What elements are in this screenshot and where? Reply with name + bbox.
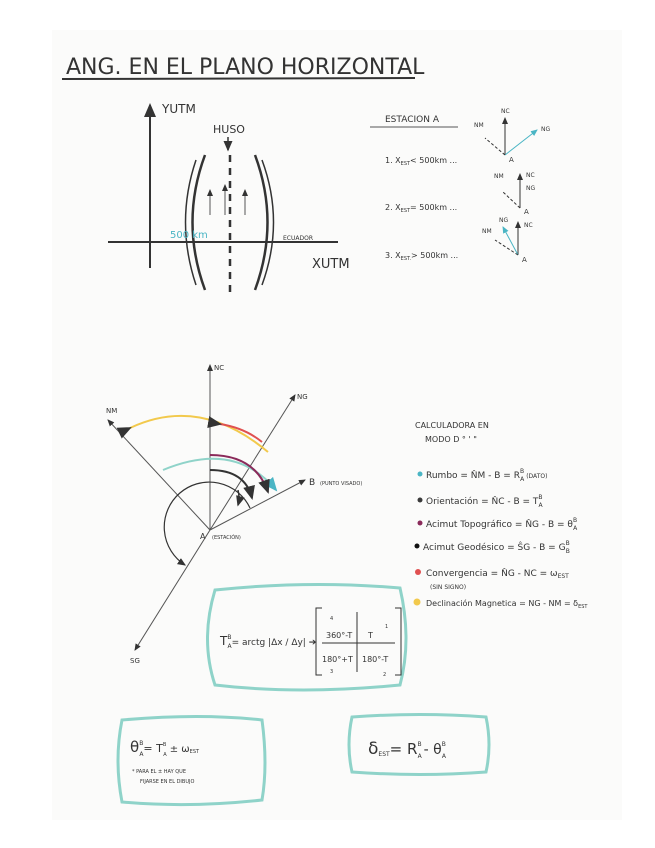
svg-text:NG: NG: [499, 217, 508, 224]
a-note: (ESTACIÓN): [212, 534, 241, 541]
legend-convergencia: Convergencia = N̂G - NC = ωEST: [426, 567, 569, 580]
svg-text:NG: NG: [541, 126, 550, 133]
b-note: (PUNTO VISADO): [320, 481, 362, 487]
svg-text:δEST= RBA- θBA: δEST= RBA- θBA: [368, 739, 447, 760]
page-title: ANG. EN EL PLANO HORIZONTAL: [66, 55, 425, 80]
nc-label: NC: [214, 364, 224, 372]
svg-text:* PARA EL ± HAY QUE: * PARA EL ± HAY QUE: [132, 769, 186, 775]
b-label: B: [309, 478, 315, 488]
svg-text:A: A: [524, 208, 529, 216]
svg-text:FIJARSE EN EL DIBUJO: FIJARSE EN EL DIBUJO: [140, 779, 194, 785]
svg-text:NM: NM: [494, 173, 504, 180]
svg-text:A: A: [522, 256, 527, 264]
svg-text:180°-T: 180°-T: [362, 655, 388, 664]
calculator-note-2: MODO D ° ' ": [425, 435, 477, 444]
huso-label: HUSO: [213, 123, 245, 136]
legend-declinacion: Declinación Magnetica = NG - NM = δEST: [426, 598, 588, 610]
utm-diagram: YUTM XUTM HUSO 500 km ECUADOR: [108, 102, 350, 292]
svg-text:NC: NC: [524, 222, 533, 229]
svg-text:NM: NM: [474, 122, 484, 129]
svg-text:T: T: [367, 631, 373, 640]
distance-label: 500 km: [170, 230, 208, 241]
sg-label: SG: [130, 657, 140, 665]
title-underline: [61, 77, 416, 80]
svg-text:3. XEST.> 500km ...: 3. XEST.> 500km ...: [385, 251, 458, 262]
svg-text:1: 1: [385, 624, 388, 630]
legend-convergencia-note: (SIN SIGNO): [430, 584, 466, 591]
svg-text:4: 4: [330, 616, 333, 622]
a-label: A: [200, 532, 206, 541]
equator-label: ECUADOR: [283, 235, 313, 242]
svg-text:NG: NG: [526, 185, 535, 192]
station-cases: ESTACION A 1. XEST< 500km ... 2. XEST= 5…: [370, 108, 550, 264]
svg-text:2. XEST= 500km ...: 2. XEST= 500km ...: [385, 203, 457, 214]
svg-text:θBA= TBA± ωEST: θBA= TBA± ωEST: [130, 738, 200, 758]
svg-text:3: 3: [330, 669, 333, 675]
station-heading: ESTACION A: [385, 115, 440, 125]
svg-text:TBA= arctg |Δx / Δy| ➔: TBA= arctg |Δx / Δy| ➔: [219, 634, 317, 650]
ng-label: NG: [297, 393, 308, 401]
svg-text:NC: NC: [501, 108, 510, 115]
svg-text:1. XEST< 500km ...: 1. XEST< 500km ...: [385, 156, 457, 167]
nm-label: NM: [106, 407, 117, 415]
y-axis-label: YUTM: [161, 102, 196, 116]
svg-text:NC: NC: [526, 172, 535, 179]
svg-text:NM: NM: [482, 228, 492, 235]
svg-text:360°-T: 360°-T: [326, 631, 352, 640]
x-axis-label: XUTM: [312, 257, 350, 272]
svg-text:A: A: [509, 156, 514, 164]
svg-text:2: 2: [383, 672, 386, 678]
svg-text:180°+T: 180°+T: [322, 655, 353, 664]
angle-diagram: NC NG NM SG B (PUNTO VISADO) A (ESTACIÓN…: [106, 364, 362, 665]
calculator-note-1: CALCULADORA EN: [415, 421, 489, 430]
